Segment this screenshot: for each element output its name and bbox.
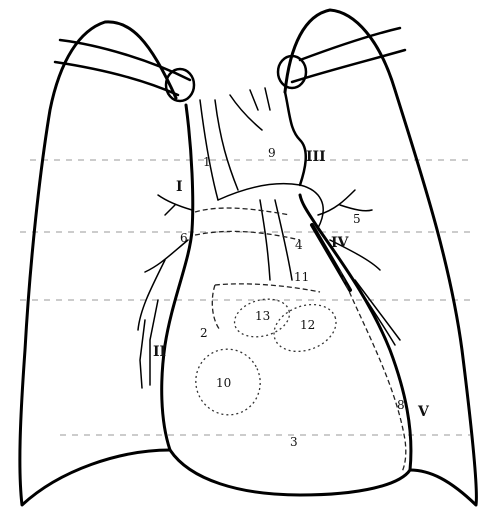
label-12: 12 [300, 318, 315, 332]
great-vessels [200, 88, 323, 280]
label-1: 1 [203, 155, 211, 169]
right-lung-outline [20, 22, 176, 505]
label-8: 8 [397, 398, 405, 412]
label-4: 4 [295, 238, 303, 252]
label-10: 10 [216, 376, 231, 390]
label-roman-4: IV [331, 235, 350, 251]
label-roman-2: II [153, 344, 166, 360]
heart-left-border [162, 105, 193, 450]
label-9: 9 [268, 146, 276, 160]
label-3: 3 [290, 435, 298, 449]
label-roman-5: V [417, 404, 430, 420]
left-lung-outline [285, 10, 476, 505]
clavicles [55, 28, 405, 101]
label-5: 5 [353, 212, 361, 226]
label-roman-3: III [306, 149, 326, 165]
label-13: 13 [255, 309, 270, 323]
heart-outline [170, 195, 411, 495]
label-roman-1: I [176, 179, 183, 195]
label-6: 6 [180, 231, 188, 245]
label-2: 2 [200, 326, 208, 340]
label-11: 11 [294, 270, 309, 284]
